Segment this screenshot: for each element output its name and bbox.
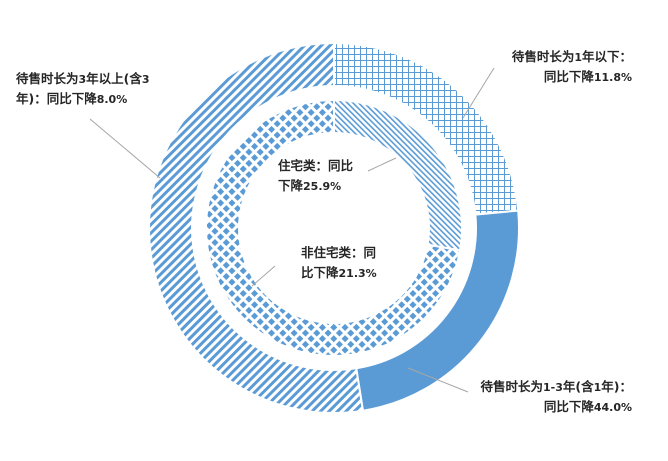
slice-label-line: 住宅类：同比 [278,158,354,173]
label-text: 下降 [278,178,304,193]
label-text: 年(含 [563,379,594,394]
label-number: 44.0% [594,401,632,414]
slice-label-line: 同比下降44.0% [544,399,632,414]
label-number: 1-3 [543,381,563,394]
leader-line-1to3 [407,367,469,393]
slice-label-line: 待售时长为1-3年(含1年)： [481,379,632,394]
label-number: 11.8% [594,71,632,84]
slice-label-line: 待售时长为3年以上(含3 [16,71,150,86]
label-number: 3 [142,73,150,86]
slice-label-line: 比下降21.3% [301,265,377,280]
label-number: 3 [79,73,87,86]
label-number: 8.0% [97,93,128,106]
label-number: 21.3% [339,267,377,280]
label-text: 待售时长为 [481,379,544,394]
slice-label-line: 下降25.9% [278,178,341,193]
label-text: 比下降 [301,265,339,280]
label-number: 1 [574,51,582,64]
label-number: 25.9% [303,180,341,193]
slice-outer-gt3 [148,41,365,414]
slice-label-line: 非住宅类：同 [301,245,376,260]
label-text: 同比下降 [544,399,595,414]
leader-line-gt3 [89,118,161,179]
label-text: 年)： [601,379,632,394]
slice-label-nonres: 非住宅类：同比下降21.3% [301,245,377,280]
slice-label-1to3: 待售时长为1-3年(含1年)： 同比下降44.0% [481,379,632,414]
slice-label-line: 同比下降11.8% [544,69,632,84]
label-text: 非住宅类：同 [301,245,376,260]
leader-line-lt1 [462,67,495,119]
label-text: 年以上(含 [86,71,142,86]
slice-label-line: 年)：同比下降8.0% [16,91,127,106]
slice-label-lt1: 待售时长为1年以下： 同比下降11.8% [512,49,632,84]
label-number: 1 [594,381,602,394]
slice-inner-nonres [205,98,462,357]
leader-line-res [367,157,397,172]
label-text: 年以下： [582,49,632,64]
label-text: 同比下降 [544,69,595,84]
label-text: 住宅类：同比 [278,158,354,173]
label-text: 待售时长为 [16,71,79,86]
slice-label-res: 住宅类：同比下降25.9% [278,158,354,193]
slice-label-line: 待售时长为1年以下： [512,49,632,64]
leader-line-nonres [251,265,276,287]
label-text: 年)：同比下降 [16,91,97,106]
label-text: 待售时长为 [512,49,575,64]
